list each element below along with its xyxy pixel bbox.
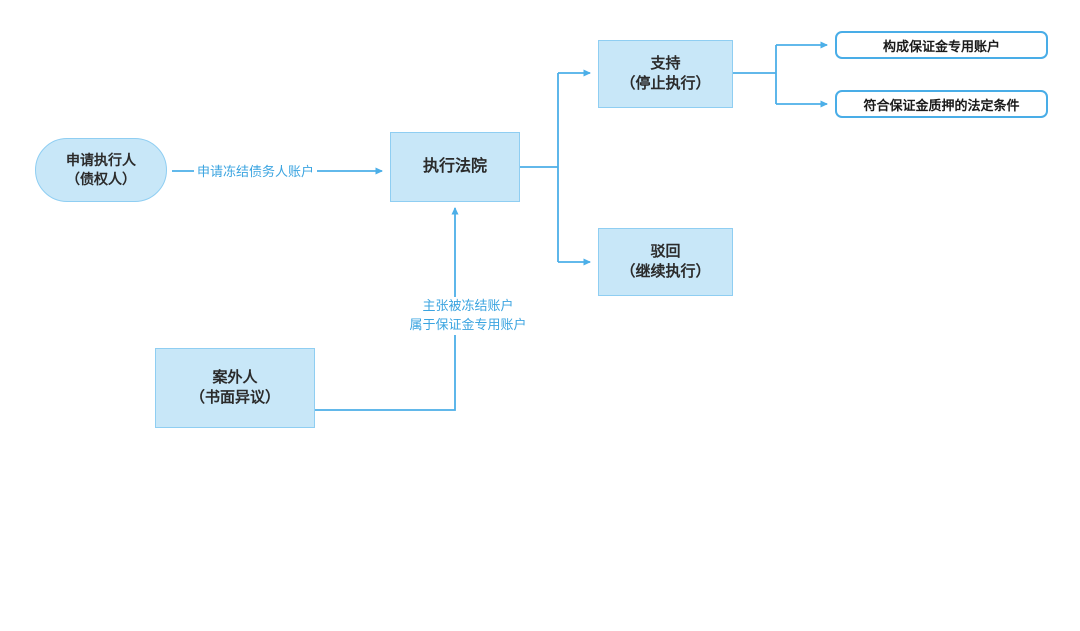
- node-support-line2: （停止执行）: [620, 75, 711, 92]
- node-reject-line1: 驳回: [650, 242, 681, 260]
- node-outsider-line1: 案外人: [212, 368, 258, 386]
- edge-label-apply: 申请冻结债务人账户: [194, 163, 318, 182]
- arrow-outsider-claim: [315, 207, 459, 411]
- node-support-line1: 支持: [650, 54, 681, 72]
- node-outsider-line2: （书面异议）: [189, 389, 280, 406]
- connector-court-branch: [520, 73, 559, 262]
- node-court-label: 执行法院: [422, 158, 487, 176]
- node-outcome-account-label: 构成保证金专用账户: [882, 38, 1000, 54]
- node-court: 执行法院: [390, 132, 520, 202]
- connector-support-branch: [733, 45, 777, 104]
- node-applicant-line2: （债权人）: [66, 171, 136, 187]
- node-outsider: 案外人 （书面异议）: [155, 348, 315, 428]
- node-outcome-account: 构成保证金专用账户: [835, 31, 1048, 59]
- edge-label-claim-line2: 属于保证金专用账户: [409, 316, 527, 332]
- node-reject-line2: （继续执行）: [620, 263, 711, 280]
- node-applicant: 申请执行人 （债权人）: [35, 138, 167, 202]
- node-applicant-line1: 申请执行人: [66, 152, 136, 169]
- node-outcome-condition-label: 符合保证金质押的法定条件: [863, 97, 1020, 113]
- node-outcome-condition: 符合保证金质押的法定条件: [835, 90, 1048, 118]
- edge-label-apply-text: 申请冻结债务人账户: [197, 164, 315, 179]
- edge-label-claim-line1: 主张被冻结账户: [422, 298, 514, 313]
- node-reject: 驳回 （继续执行）: [598, 228, 733, 296]
- node-support: 支持 （停止执行）: [598, 40, 733, 108]
- edge-label-claim: 主张被冻结账户 属于保证金专用账户: [388, 297, 548, 335]
